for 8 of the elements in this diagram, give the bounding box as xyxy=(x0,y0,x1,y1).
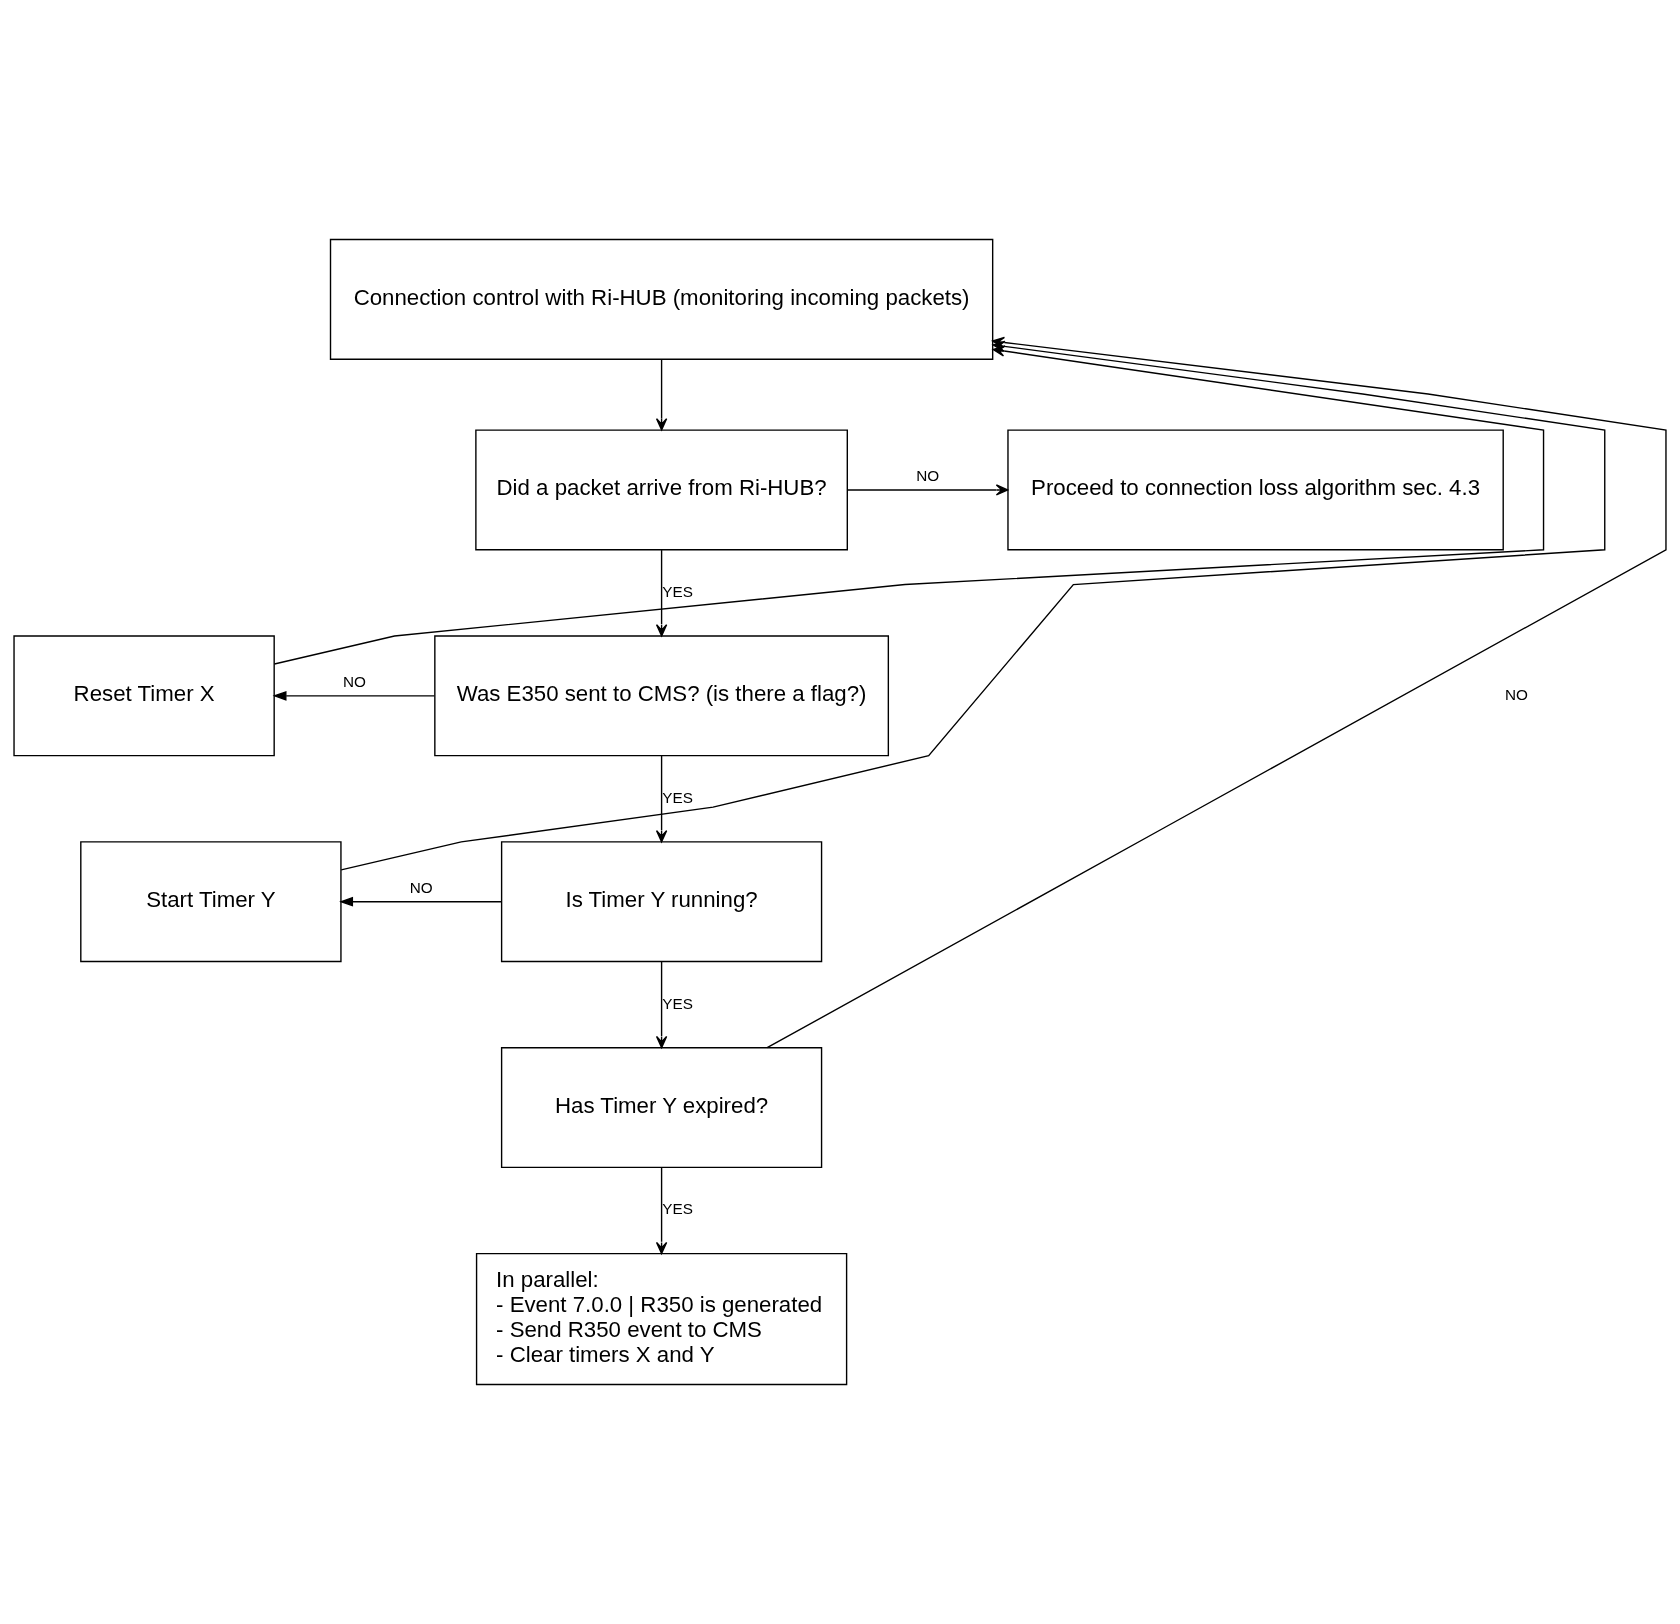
edge-label: YES xyxy=(662,1200,693,1218)
edge-label: NO xyxy=(343,673,366,691)
edge-label: YES xyxy=(662,582,693,600)
edge-label: NO xyxy=(409,879,433,897)
edge-label: YES xyxy=(662,994,693,1012)
edge-label: YES xyxy=(662,788,693,806)
edge-label: NO xyxy=(916,467,940,485)
edge-label: NO xyxy=(1504,685,1528,703)
